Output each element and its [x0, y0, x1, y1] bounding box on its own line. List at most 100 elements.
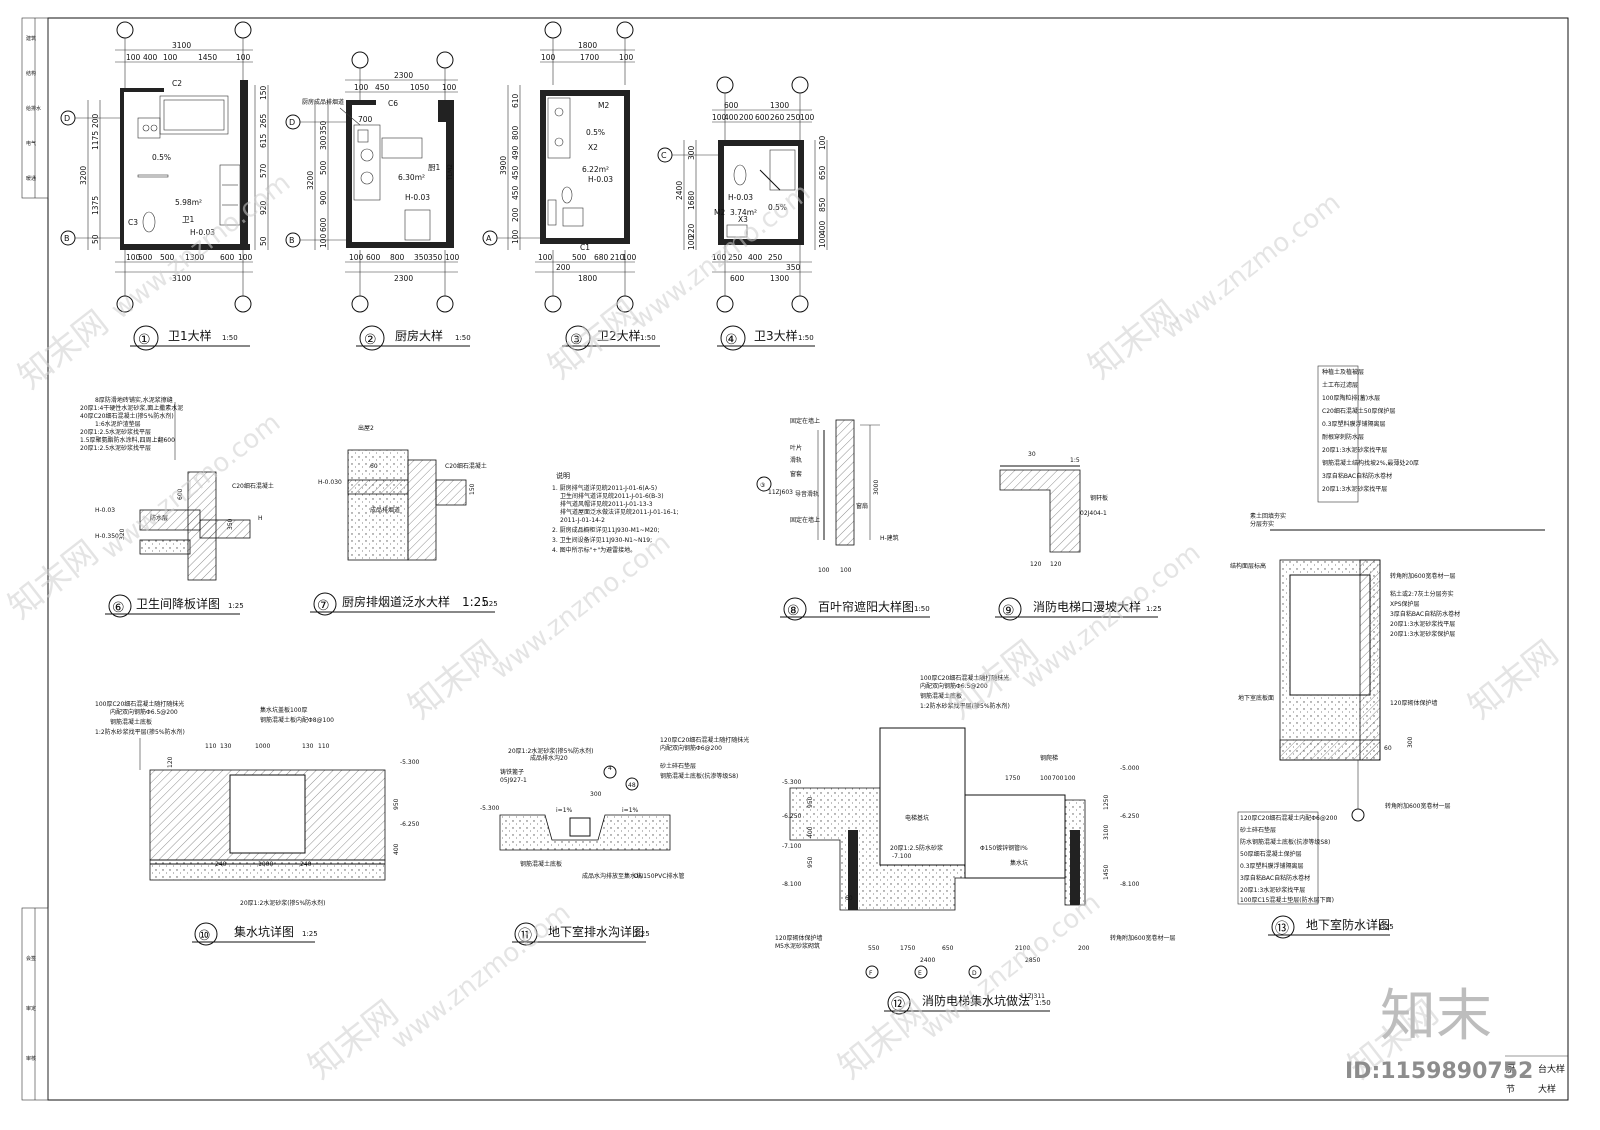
svg-text:3000: 3000 [873, 480, 880, 495]
svg-text:110: 110 [205, 743, 217, 750]
svg-text:卫生间降板详图: 卫生间降板详图 [136, 596, 220, 611]
svg-text:400: 400 [818, 220, 827, 235]
svg-text:固定在墙上: 固定在墙上 [790, 417, 820, 425]
svg-text:成品排水沟20: 成品排水沟20 [530, 754, 568, 762]
svg-text:200: 200 [511, 207, 520, 222]
svg-text:集水坑盖板100厚: 集水坑盖板100厚 [260, 706, 307, 714]
svg-text:11ZJ311: 11ZJ311 [1020, 993, 1045, 1000]
svg-text:TLM2: TLM2 [447, 164, 454, 181]
svg-text:1:25: 1:25 [302, 930, 318, 938]
svg-text:www.znzmo.com: www.znzmo.com [916, 888, 1106, 1046]
svg-text:120: 120 [1030, 561, 1042, 568]
svg-text:950: 950 [393, 798, 400, 810]
svg-text:02J404-1: 02J404-1 [1080, 510, 1107, 517]
svg-text:H-0.03: H-0.03 [95, 507, 115, 514]
svg-text:B: B [289, 236, 295, 245]
svg-text:地下室排水沟详图: 地下室排水沟详图 [548, 924, 644, 939]
svg-text:600: 600 [319, 217, 328, 232]
svg-text:250: 250 [786, 113, 801, 122]
svg-text:400: 400 [143, 53, 158, 62]
svg-text:H-建筑: H-建筑 [880, 534, 899, 542]
svg-text:3厚自粘BAC自粘防水卷材: 3厚自粘BAC自粘防水卷材 [1322, 472, 1392, 480]
svg-text:DN150PVC排水管: DN150PVC排水管 [634, 872, 684, 880]
svg-text:120厚C20细石混凝土随打随抹光: 120厚C20细石混凝土随打随抹光 [660, 736, 749, 744]
svg-text:-7.100: -7.100 [892, 853, 912, 860]
svg-text:窗套: 窗套 [790, 470, 802, 478]
svg-text:2300: 2300 [394, 274, 413, 283]
svg-text:卫2大样: 卫2大样 [597, 328, 641, 343]
svg-text:卫1: 卫1 [182, 215, 194, 224]
svg-text:3100: 3100 [172, 41, 191, 50]
svg-text:1:25: 1:25 [1378, 923, 1394, 931]
svg-text:20厚1:2.5水泥砂浆找平层: 20厚1:2.5水泥砂浆找平层 [80, 444, 151, 452]
svg-text:百叶帘遮阳大样图: 百叶帘遮阳大样图 [818, 599, 914, 614]
svg-text:110: 110 [318, 743, 330, 750]
svg-text:100: 100 [1040, 775, 1052, 782]
svg-text:3.74m²: 3.74m² [730, 208, 757, 217]
svg-text:5.98m²: 5.98m² [175, 198, 202, 207]
svg-text:1000: 1000 [258, 861, 273, 868]
svg-text:0.3厚塑料膜浮铺隔离层: 0.3厚塑料膜浮铺隔离层 [1322, 420, 1386, 428]
svg-text:⑧: ⑧ [787, 603, 800, 619]
svg-text:350: 350 [319, 120, 328, 135]
svg-text:50厚细石混凝土保护层: 50厚细石混凝土保护层 [1240, 850, 1302, 858]
svg-text:600: 600 [220, 253, 235, 262]
svg-text:1300: 1300 [770, 274, 789, 283]
detail-13-basement-waterproof: 种植土及植被层 土工布过滤层 100厚陶粒排(蓄)水层 C20细石混凝土50厚保… [1230, 365, 1545, 939]
svg-text:消防电梯口漫坡大样: 消防电梯口漫坡大样 [1033, 599, 1141, 614]
svg-text:-8.100: -8.100 [1120, 881, 1140, 888]
svg-text:钢筋混凝土板内配Φ8@100: 钢筋混凝土板内配Φ8@100 [260, 716, 334, 724]
svg-text:48: 48 [628, 782, 636, 789]
svg-text:Φ150镀锌钢管I%: Φ150镀锌钢管I% [980, 844, 1028, 852]
svg-text:450: 450 [375, 83, 390, 92]
detail-12-elevator-pit: 100厚C20细石混凝土随打随抹光 内配双向钢筋Φ6.5@200 钢筋混凝土底板… [775, 674, 1175, 1015]
svg-text:H: H [258, 515, 263, 522]
svg-text:240: 240 [215, 861, 227, 868]
svg-text:600: 600 [724, 101, 739, 110]
svg-text:转角附加600宽卷材一层: 转角附加600宽卷材一层 [1385, 802, 1450, 810]
svg-text:地下室底板面: 地下室底板面 [1238, 694, 1274, 702]
svg-text:1800: 1800 [578, 274, 597, 283]
svg-text:700: 700 [1052, 775, 1064, 782]
svg-text:1250: 1250 [1103, 795, 1110, 810]
svg-text:知末网: 知末网 [1, 533, 106, 627]
svg-text:100: 100 [538, 253, 553, 262]
svg-text:500: 500 [160, 253, 175, 262]
svg-text:120厚砌体保护墙: 120厚砌体保护墙 [775, 934, 822, 942]
svg-text:知末网: 知末网 [11, 303, 116, 397]
svg-text:钢筋混凝土结构找坡2%,最薄处20厚: 钢筋混凝土结构找坡2%,最薄处20厚 [1322, 459, 1419, 467]
svg-text:厨1: 厨1 [428, 163, 440, 172]
svg-text:20厚1:3水泥砂浆找平层: 20厚1:3水泥砂浆找平层 [1390, 620, 1455, 628]
svg-text:950: 950 [807, 856, 814, 868]
svg-text:100: 100 [818, 233, 827, 248]
svg-text:i=1%: i=1% [556, 807, 573, 814]
svg-text:转角附加600宽卷材一层: 转角附加600宽卷材一层 [1390, 572, 1455, 580]
svg-text:i=1%: i=1% [622, 807, 639, 814]
svg-text:100: 100 [818, 135, 827, 150]
svg-text:2100: 2100 [1015, 945, 1030, 952]
svg-text:分层夯实: 分层夯实 [1250, 520, 1274, 528]
svg-text:100: 100 [541, 53, 556, 62]
svg-text:1:50: 1:50 [1035, 999, 1051, 1007]
svg-text:100: 100 [622, 253, 637, 262]
svg-text:1:50: 1:50 [798, 334, 814, 342]
svg-text:1800: 1800 [578, 41, 597, 50]
svg-text:台大样: 台大样 [1538, 1063, 1565, 1075]
svg-text:3厚自粘BAC自粘防水卷材: 3厚自粘BAC自粘防水卷材 [1390, 610, 1460, 618]
svg-text:450: 450 [511, 185, 520, 200]
svg-text:-6.250: -6.250 [1120, 813, 1140, 820]
svg-text:建筑: 建筑 [26, 35, 36, 42]
svg-text:1450: 1450 [198, 53, 217, 62]
svg-text:150: 150 [469, 483, 476, 495]
svg-text:集水坑详图: 集水坑详图 [234, 924, 294, 939]
svg-text:950: 950 [807, 796, 814, 808]
svg-text:给排水: 给排水 [26, 105, 41, 112]
plan-1-bathroom: 3100 100 400 100 1450 100 C2 C3 5.98m² 0… [60, 21, 269, 313]
svg-text:400: 400 [724, 113, 739, 122]
svg-text:450: 450 [511, 165, 520, 180]
svg-text:20厚1:3水泥砂浆找平层: 20厚1:3水泥砂浆找平层 [1322, 446, 1387, 454]
svg-text:D: D [289, 118, 295, 127]
svg-text:850: 850 [818, 197, 827, 212]
svg-text:结构面层标高: 结构面层标高 [1230, 562, 1266, 570]
